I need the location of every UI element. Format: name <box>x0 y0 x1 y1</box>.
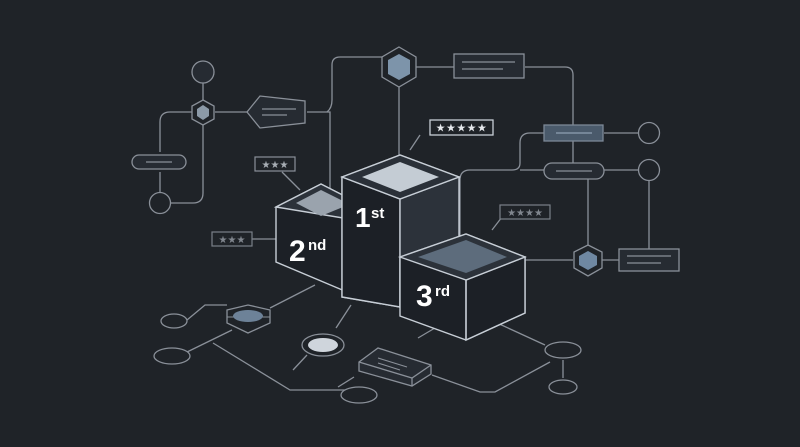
node-circle-left <box>148 191 172 215</box>
rating-badge-first: ★★★★★ <box>429 119 494 136</box>
podium: 2 nd 1 st 3 rd <box>273 154 527 342</box>
ellipse-node-bl-2 <box>153 347 191 365</box>
node-circle-right-mid <box>637 158 661 182</box>
pill-node-right <box>543 162 605 180</box>
card-node-top <box>453 53 525 79</box>
highlighted-bar-node <box>543 124 604 142</box>
tag-node-left <box>246 95 306 129</box>
rank-first-number: 1 <box>355 202 371 233</box>
rank-third-number: 3 <box>416 280 433 313</box>
rating-stars-first: ★★★★★ <box>436 122 488 135</box>
ellipse-node-br-2 <box>548 379 578 395</box>
rating-badge-side: ★★★ <box>211 231 253 247</box>
light-disc-node <box>301 333 345 357</box>
rating-badge-third: ★★★★ <box>499 204 551 220</box>
rank-third-suffix: rd <box>435 283 450 300</box>
rank-second-suffix: nd <box>308 237 326 254</box>
card-node-right <box>618 248 680 272</box>
ellipse-node-bl-1 <box>160 313 188 329</box>
rank-first-suffix: st <box>371 205 384 222</box>
rating-badge-second: ★★★ <box>254 156 296 172</box>
hexagon-disc-node <box>226 304 271 334</box>
hexagon-node-left <box>191 99 215 126</box>
rank-second-number: 2 <box>289 235 306 268</box>
node-circle-top <box>191 60 215 84</box>
podium-third <box>397 233 527 342</box>
slab-node <box>358 347 432 387</box>
rating-stars-third: ★★★★ <box>507 208 543 219</box>
hexagon-node-top <box>381 46 417 88</box>
connector-lines <box>159 56 650 393</box>
ellipse-node-br-1 <box>544 341 582 359</box>
rating-stars-side: ★★★ <box>219 235 246 246</box>
rating-stars-second: ★★★ <box>262 160 289 171</box>
pill-node-left <box>131 154 187 170</box>
ellipse-node-bottom <box>340 386 378 404</box>
hexagon-node-right <box>573 244 603 277</box>
node-circle-right-top <box>637 121 661 145</box>
